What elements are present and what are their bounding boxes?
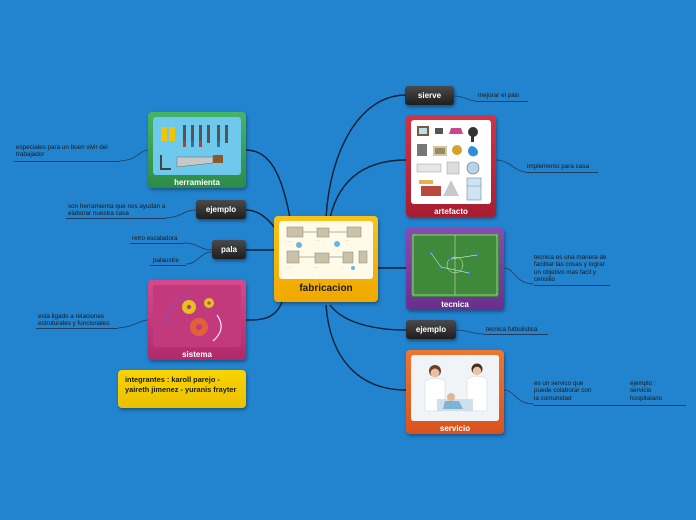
ejemplo-right-note: tecnica futbolistica	[486, 326, 538, 333]
herramienta-node[interactable]: herramienta	[148, 112, 246, 188]
sistema-note: esta ligado a relaciones estruturales y …	[38, 313, 110, 328]
servicio-note-1: es un servico que puede colaborar con la…	[534, 380, 592, 402]
svg-text:.........: .........	[285, 266, 292, 269]
integrantes-text: integrantes : karoll parejo - yaireth ji…	[125, 375, 237, 394]
ejemplo-left-note-underline	[66, 218, 166, 219]
sierve-pill[interactable]: sierve	[405, 86, 454, 105]
pala-note-2: palaustre	[153, 257, 179, 264]
tools-image	[153, 117, 241, 175]
artefacto-node[interactable]: artefacto	[406, 115, 496, 217]
pala-pill[interactable]: pala	[212, 240, 246, 259]
servicio-label: servicio	[439, 424, 471, 433]
ejemplo-left-note: son herramienta que nos ayudan a elabora…	[68, 203, 166, 218]
svg-text:.......: .......	[315, 239, 320, 242]
servicio-node[interactable]: servicio	[406, 350, 504, 434]
hospital-image	[411, 355, 499, 421]
ejemplo-left-pill[interactable]: ejemplo	[196, 200, 246, 219]
tecnica-node[interactable]: tecnica	[406, 228, 504, 310]
tecnica-note: tecnica es una manera de facilitar las c…	[534, 254, 607, 284]
ejemplo-right-note-underline	[484, 334, 548, 335]
artefacto-label: artefacto	[434, 207, 468, 216]
ejemplo-right-pill[interactable]: ejemplo	[406, 320, 456, 339]
sistema-node[interactable]: sistema	[148, 280, 246, 360]
svg-text:....: ....	[341, 266, 344, 269]
herramienta-note: especiales para un buen vivir del trabaj…	[16, 144, 108, 159]
appliances-image	[411, 120, 491, 204]
sistema-note-underline	[36, 328, 118, 329]
svg-text:..........: ..........	[285, 240, 292, 243]
sierve-note: mejorar el pais	[478, 92, 520, 99]
pala-note-1-underline	[130, 243, 184, 244]
pala-note-2-underline	[150, 265, 186, 266]
fabrication-process-image: ....................... ................…	[279, 221, 373, 279]
artefacto-note: implemento para casa	[527, 163, 589, 170]
svg-text:......: ......	[345, 239, 350, 242]
pala-note-1: retro escaladora	[132, 235, 178, 242]
sierve-note-underline	[476, 101, 528, 102]
servicio-note-2: ejemplo : servicio hospitalario	[630, 380, 663, 402]
herramienta-label: herramienta	[174, 178, 220, 187]
gears-image	[153, 285, 241, 347]
tecnica-note-underline	[534, 285, 610, 286]
football-field-image	[411, 233, 499, 297]
artefacto-note-underline	[526, 172, 598, 173]
integrantes-box[interactable]: integrantes : karoll parejo - yaireth ji…	[118, 370, 246, 408]
svg-text:.......: .......	[313, 266, 318, 269]
herramienta-note-underline	[14, 161, 120, 162]
central-node[interactable]: ....................... ................…	[274, 216, 378, 302]
sistema-label: sistema	[182, 350, 212, 359]
tecnica-label: tecnica	[441, 300, 469, 309]
central-title: fabricacion	[299, 283, 353, 294]
servicio-note-underline	[534, 405, 686, 406]
